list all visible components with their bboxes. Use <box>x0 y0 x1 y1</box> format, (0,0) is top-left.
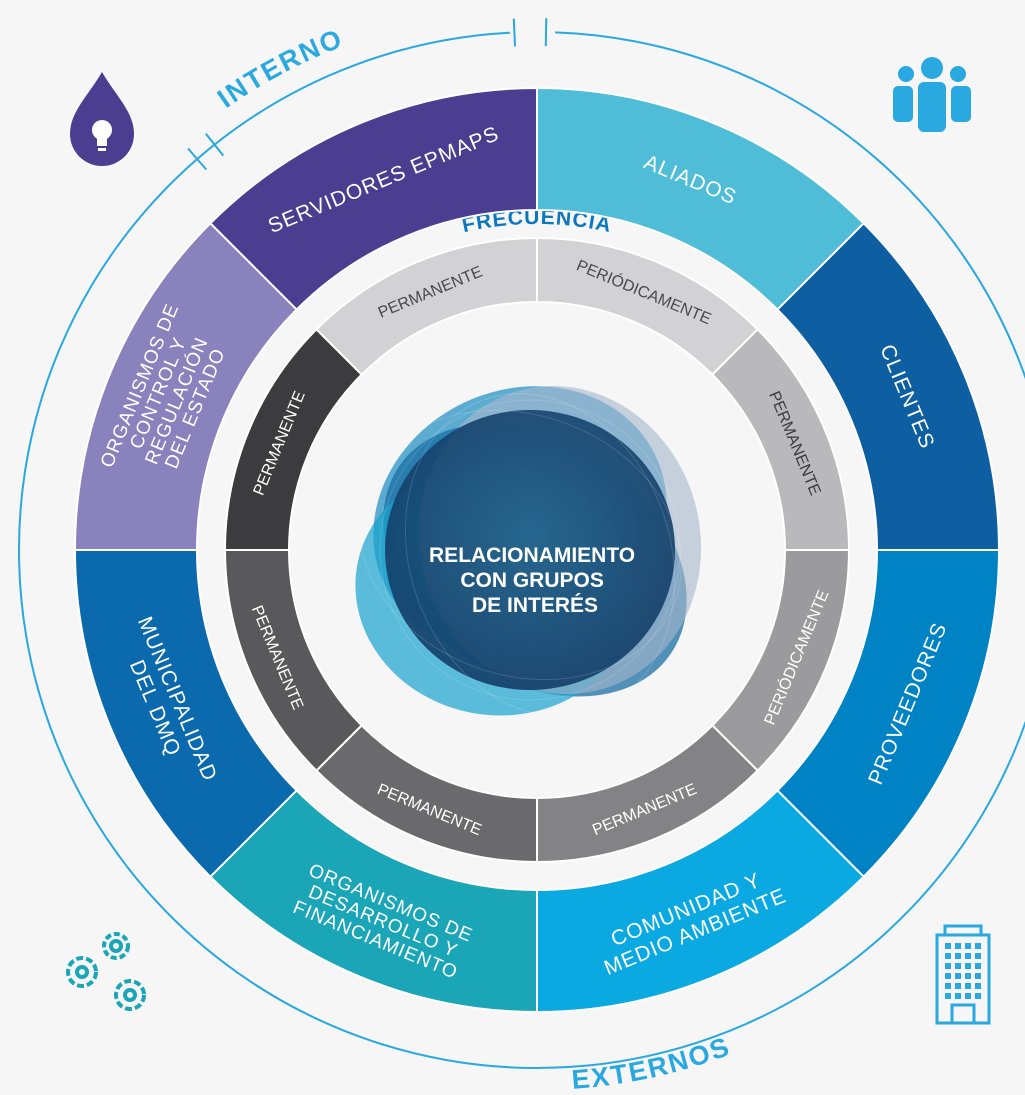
frequency-segment-control <box>223 327 364 551</box>
building-window <box>945 973 951 979</box>
building-window <box>955 963 961 969</box>
building-window <box>955 973 961 979</box>
externos-label: EXTERNOS <box>570 1031 734 1095</box>
building-window <box>975 993 981 999</box>
building-window <box>945 993 951 999</box>
building-window <box>975 943 981 949</box>
center-line-1: RELACIONAMIENTO <box>429 544 635 567</box>
building-window <box>955 953 961 959</box>
center-line-3: DE INTERÉS <box>472 594 598 617</box>
building-window <box>955 943 961 949</box>
scope-divider-tick <box>512 18 517 47</box>
building-window <box>955 983 961 989</box>
segment-control <box>73 221 298 551</box>
externos-arc <box>18 31 1025 1070</box>
building-window <box>975 983 981 989</box>
gears-icon <box>66 932 146 1011</box>
scope-divider-tick <box>205 133 225 157</box>
building-window <box>955 993 961 999</box>
building-window <box>965 993 971 999</box>
office-building-icon <box>935 924 991 1025</box>
building-window <box>945 983 951 989</box>
building-window <box>965 973 971 979</box>
building-window <box>965 963 971 969</box>
building-window <box>975 963 981 969</box>
building-window <box>945 943 951 949</box>
building-window <box>965 943 971 949</box>
building-window <box>945 963 951 969</box>
building-window <box>945 953 951 959</box>
building-window <box>975 953 981 959</box>
building-window <box>965 953 971 959</box>
outer-scope-ring <box>18 18 1025 1070</box>
group-people-icon <box>893 57 971 132</box>
scope-divider-tick <box>187 147 208 171</box>
water-drop-lightbulb-icon <box>70 72 134 166</box>
interno-arc <box>217 31 510 143</box>
center-line-2: CON GRUPOS <box>460 569 604 592</box>
building-window <box>975 973 981 979</box>
building-window <box>965 983 971 989</box>
center-blob <box>355 385 702 717</box>
center-title: RELACIONAMIENTO CON GRUPOS DE INTERÉS <box>429 544 641 617</box>
